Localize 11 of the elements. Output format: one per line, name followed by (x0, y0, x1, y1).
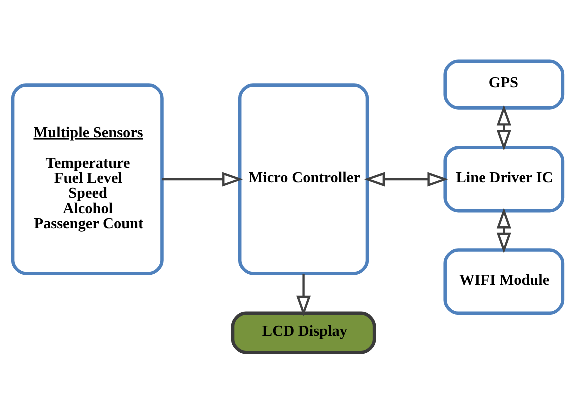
node-box: Multiple Sensors Temperature Fuel Level Speed Alcohol Passenger Count (11, 83, 164, 275)
arrow (496, 104, 512, 150)
node-box: GPS (444, 59, 565, 110)
node-box: WIFI Module (444, 248, 565, 315)
arrow (496, 208, 512, 254)
node-box: Micro Controller (238, 83, 370, 275)
node-box: LCD Display (231, 311, 376, 354)
node-box: Line Driver IC (444, 146, 565, 212)
arrow (162, 172, 244, 186)
arrow (296, 274, 312, 316)
arrow (364, 172, 448, 186)
